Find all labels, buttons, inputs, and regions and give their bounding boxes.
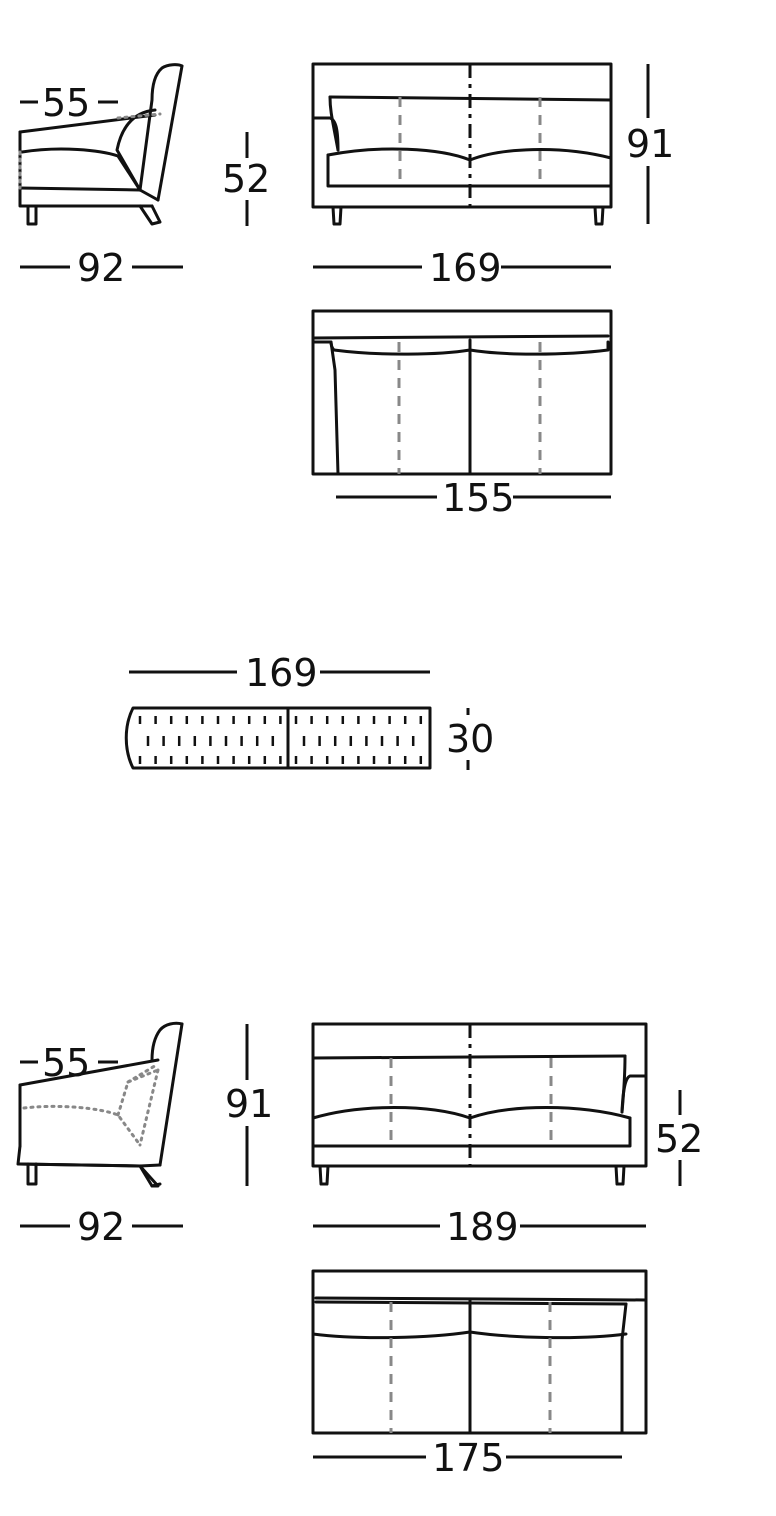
large-side-depth-label: 92: [77, 1205, 125, 1249]
large-height-label: 91: [225, 1082, 273, 1126]
large-sofa-front-view: [311, 1022, 648, 1186]
large-seat-height-label: 52: [655, 1117, 703, 1161]
small-sofa-side-view: [18, 63, 184, 226]
small-inner-width-label: 155: [442, 476, 515, 520]
small-side-depth-label: 92: [77, 246, 125, 290]
small-sofa-front-view: [311, 62, 613, 226]
large-sofa-side-view: [16, 1021, 184, 1188]
large-sofa-top-view: [311, 1269, 648, 1435]
small-sofa-top-view: [311, 309, 613, 476]
large-front-width-label: 189: [446, 1205, 519, 1249]
large-inner-width-label: 175: [432, 1436, 505, 1480]
small-seat-height-label: 52: [222, 157, 270, 201]
small-front-width-label: 169: [429, 246, 502, 290]
small-side-seat-depth-label: 55: [42, 81, 90, 125]
mattress-thickness-label: 30: [446, 717, 494, 761]
mattress-width-label: 169: [245, 651, 318, 695]
small-height-label: 91: [626, 122, 674, 166]
large-side-seat-depth-label: 55: [42, 1041, 90, 1085]
mattress-view: [124, 706, 432, 770]
